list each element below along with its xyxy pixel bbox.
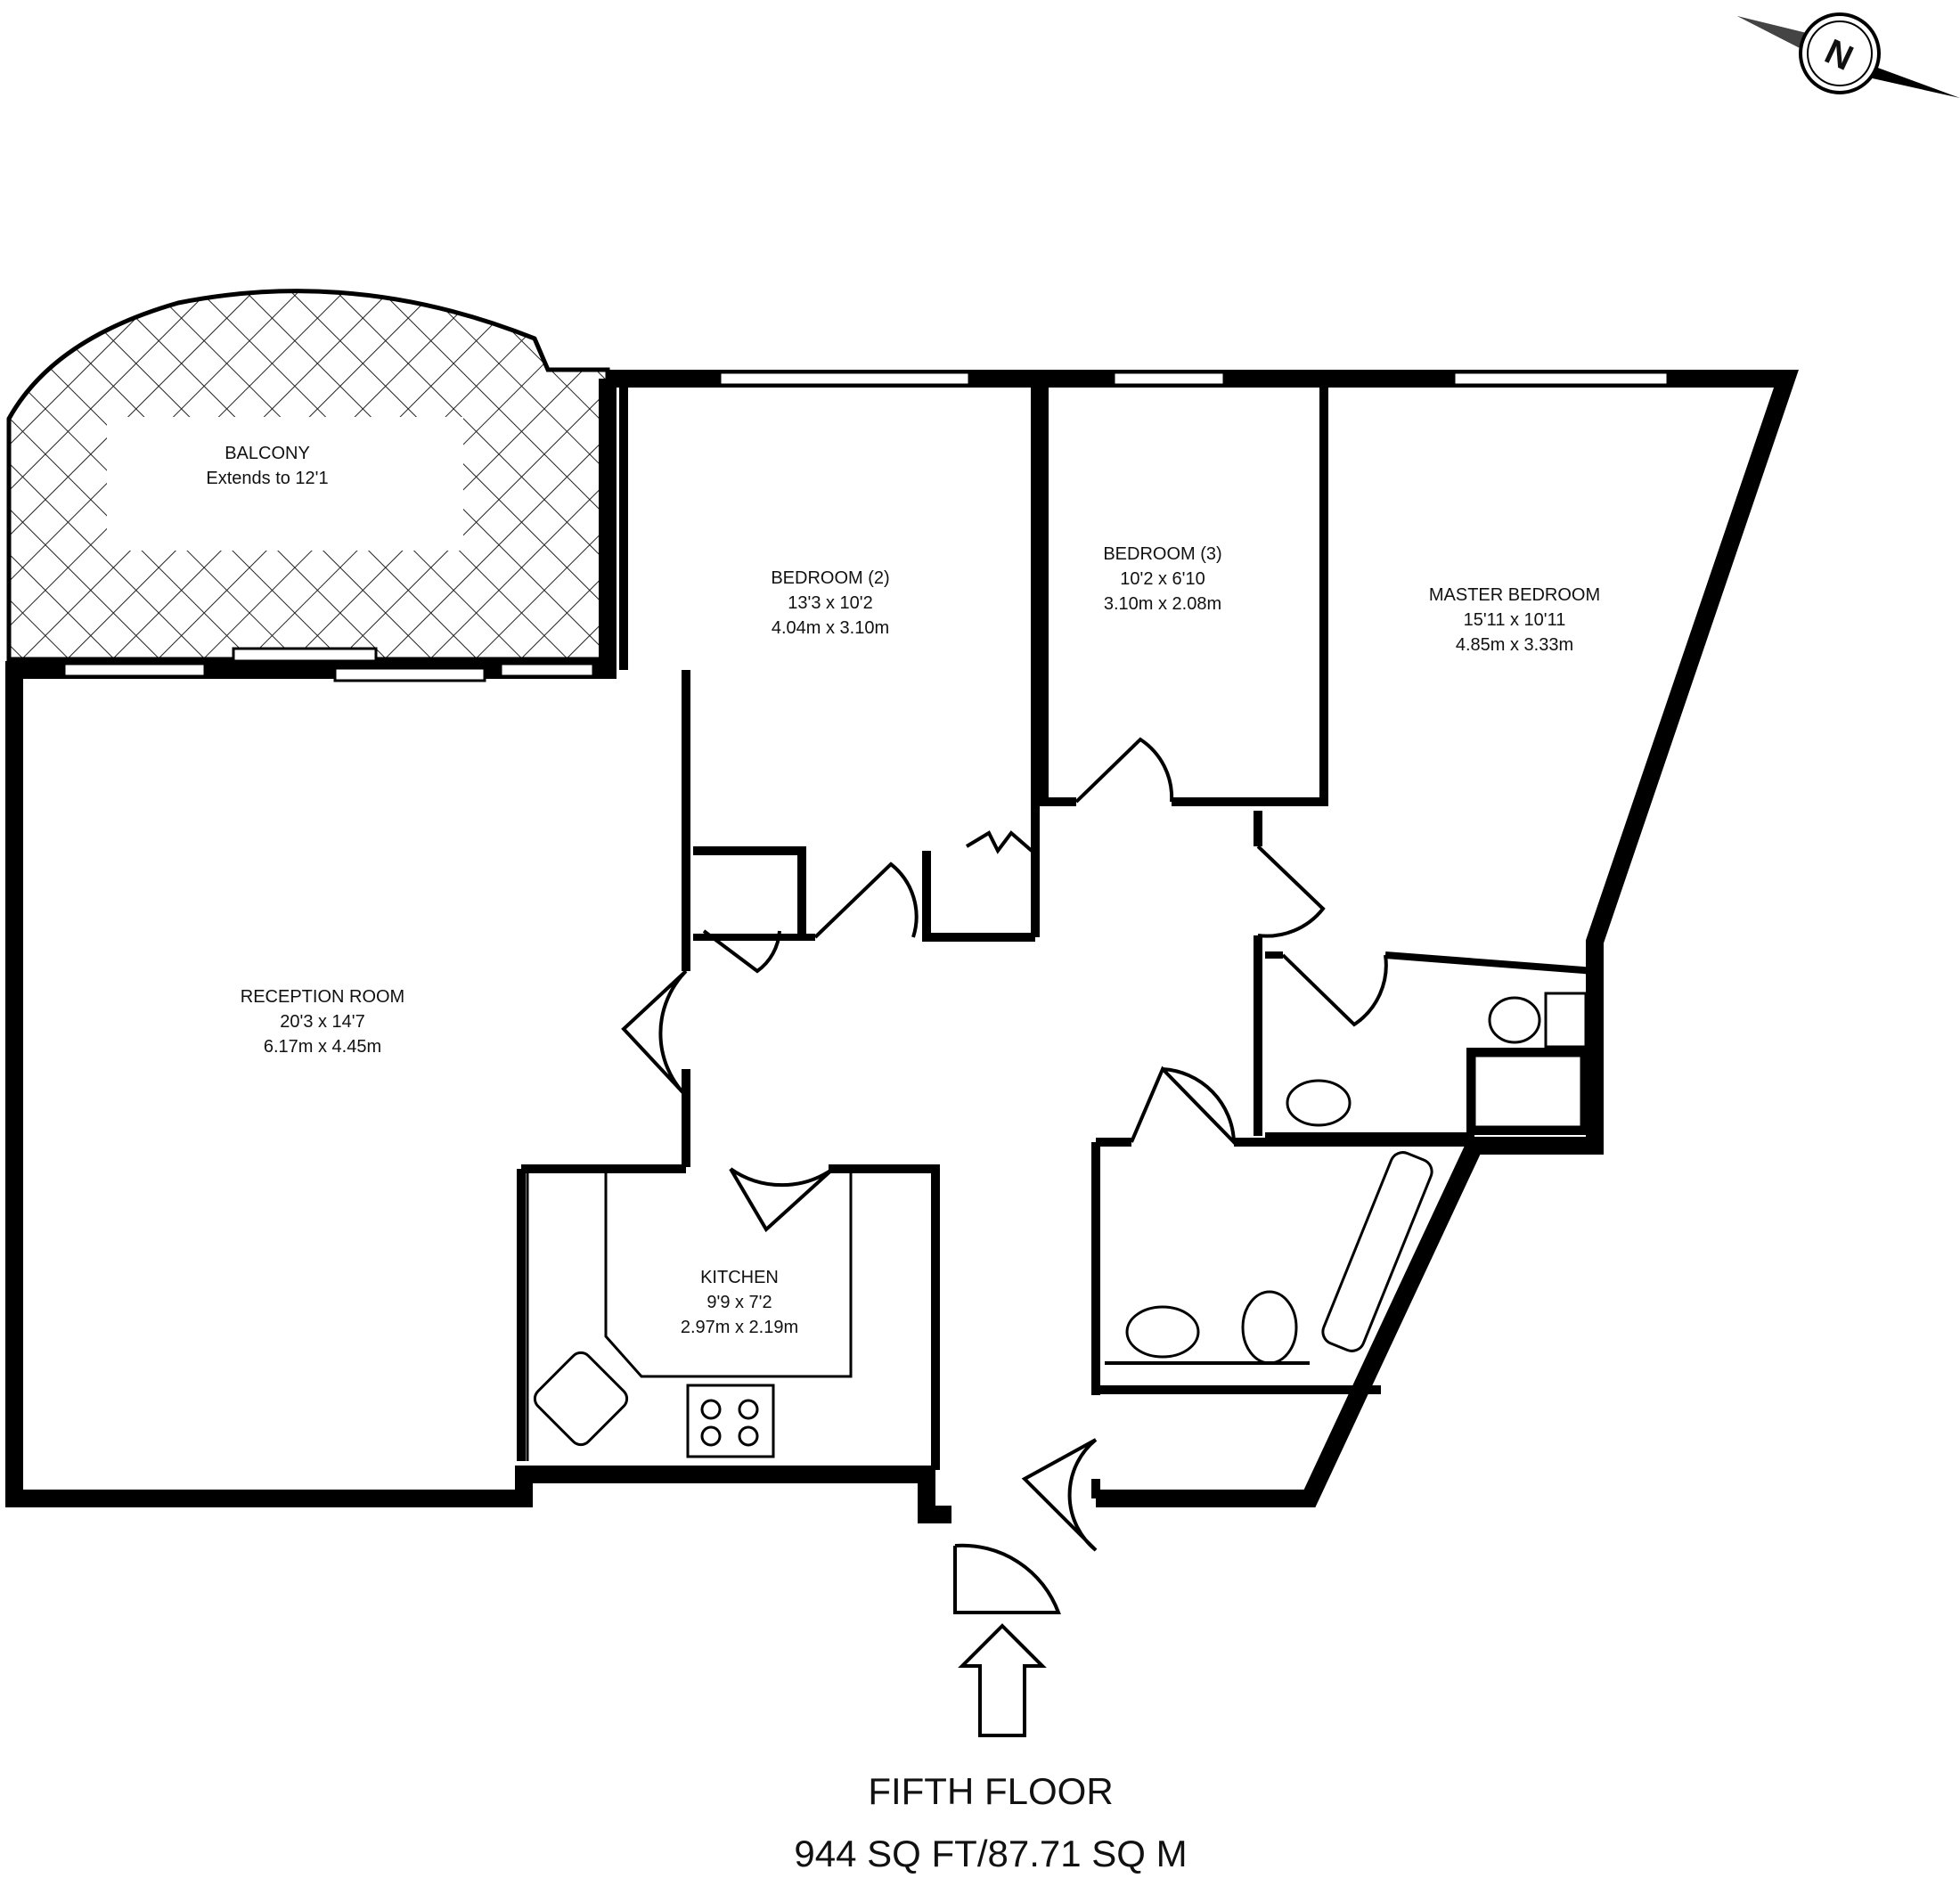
entrance-arrow-icon bbox=[958, 1623, 1047, 1737]
bath-icon bbox=[1321, 1151, 1433, 1352]
basin-icon-2 bbox=[1125, 1305, 1200, 1359]
toilet-icon-2 bbox=[1241, 1290, 1298, 1365]
balcony-name: BALCONY bbox=[225, 444, 310, 463]
bedroom2-metric: 4.04m x 3.10m bbox=[772, 618, 889, 638]
doors bbox=[621, 737, 1388, 1614]
basin-icon bbox=[1286, 1079, 1352, 1127]
reception-metric: 6.17m x 4.45m bbox=[264, 1037, 381, 1057]
room-label-master: MASTER BEDROOM 15'11 x 10'11 4.85m x 3.3… bbox=[1429, 585, 1600, 655]
sink-icon bbox=[533, 1351, 629, 1447]
walls bbox=[5, 370, 1799, 1523]
master-name: MASTER BEDROOM bbox=[1429, 585, 1600, 605]
fixtures bbox=[533, 992, 1588, 1458]
hob-icon bbox=[686, 1384, 775, 1458]
room-label-reception: RECEPTION ROOM 20'3 x 14'7 6.17m x 4.45m bbox=[241, 987, 404, 1057]
bedroom3-imperial: 10'2 x 6'10 bbox=[1120, 569, 1205, 589]
kitchen-metric: 2.97m x 2.19m bbox=[681, 1318, 798, 1337]
balcony-dims: Extends to 12'1 bbox=[206, 469, 328, 488]
bedroom3-metric: 3.10m x 2.08m bbox=[1104, 594, 1221, 614]
floor-title: FIFTH FLOOR bbox=[868, 1770, 1113, 1812]
floor-area: 944 SQ FT/87.71 SQ M bbox=[794, 1833, 1187, 1874]
room-label-kitchen: KITCHEN 9'9 x 7'2 2.97m x 2.19m bbox=[681, 1268, 798, 1337]
windows bbox=[62, 371, 1670, 682]
bedroom2-imperial: 13'3 x 10'2 bbox=[788, 593, 873, 613]
bedroom2-name: BEDROOM (2) bbox=[771, 568, 889, 588]
reception-name: RECEPTION ROOM bbox=[241, 987, 404, 1007]
balcony bbox=[6, 289, 610, 662]
kitchen-imperial: 9'9 x 7'2 bbox=[706, 1293, 772, 1312]
bedroom3-name: BEDROOM (3) bbox=[1103, 544, 1221, 564]
room-label-balcony: BALCONY Extends to 12'1 bbox=[206, 444, 328, 488]
kitchen-name: KITCHEN bbox=[700, 1268, 779, 1287]
master-imperial: 15'11 x 10'11 bbox=[1464, 610, 1566, 630]
hob-ring bbox=[700, 1399, 722, 1420]
room-label-bedroom3: BEDROOM (3) 10'2 x 6'10 3.10m x 2.08m bbox=[1103, 544, 1221, 614]
compass-icon: N bbox=[1737, 12, 1960, 98]
toilet-icon bbox=[1488, 996, 1541, 1044]
reception-imperial: 20'3 x 14'7 bbox=[280, 1012, 365, 1032]
shower-icon bbox=[1473, 1054, 1583, 1129]
room-label-bedroom2: BEDROOM (2) 13'3 x 10'2 4.04m x 3.10m bbox=[771, 568, 889, 638]
master-metric: 4.85m x 3.33m bbox=[1456, 635, 1573, 655]
